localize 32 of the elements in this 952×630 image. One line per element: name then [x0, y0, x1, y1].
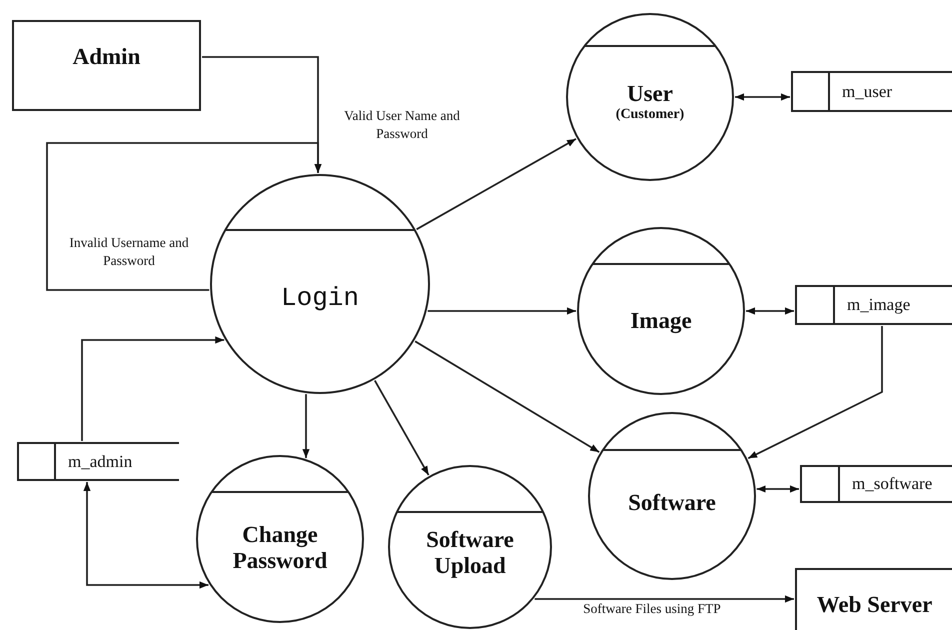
data-store: [791, 71, 952, 112]
arrow: [83, 482, 208, 589]
arrow: [46, 142, 322, 291]
node-label: Software Upload: [425, 526, 515, 580]
data-store: [800, 465, 952, 503]
node-label: Admin: [72, 44, 140, 70]
data-store: [795, 285, 952, 325]
arrow: [756, 485, 799, 493]
node-label: Change Password: [232, 522, 328, 574]
arrow: [428, 307, 576, 315]
store-name: m_image: [847, 295, 910, 315]
store-name: m_admin: [68, 452, 132, 472]
store-name: m_user: [842, 82, 892, 102]
arrow: [416, 138, 576, 230]
node-label: Image: [630, 308, 692, 334]
arrow: [302, 394, 310, 458]
arrow: [748, 326, 883, 460]
data-store: [17, 442, 179, 481]
entity-box: [12, 20, 201, 111]
node-sublabel: (Customer): [616, 107, 684, 124]
node-label: User: [627, 80, 673, 108]
arrow: [534, 595, 794, 603]
arrow: [746, 307, 794, 315]
node-label: Web Server: [816, 592, 932, 618]
entity-box: [795, 568, 952, 630]
node-label: Software: [628, 490, 716, 516]
store-name: m_software: [852, 474, 932, 494]
arrow: [414, 340, 600, 453]
arrow: [81, 336, 224, 441]
arrow: [374, 380, 430, 476]
node-label: Login: [280, 284, 359, 314]
arrow: [735, 93, 790, 101]
